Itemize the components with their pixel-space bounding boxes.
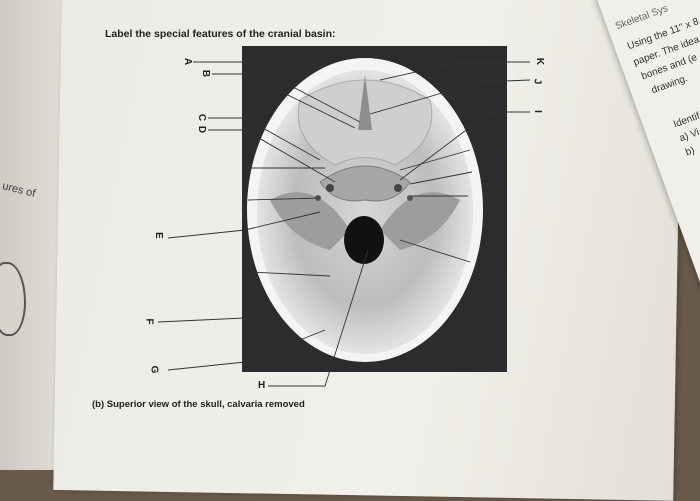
leader-lines [157,61,531,387]
question-heading: Label the special features of the crania… [105,28,336,40]
label-k: K [534,57,546,66]
figure-caption: (b) Superior view of the skull, calvaria… [92,399,305,410]
label-d: D [196,125,208,134]
label-f: F [143,318,155,325]
petrous-ridge-right [380,192,460,250]
label-i: I [531,110,543,113]
foramen-magnum [344,216,384,264]
label-b: B [200,69,212,78]
label-a: A [182,57,194,66]
label-g: G [148,365,160,374]
label-j: J [531,78,543,85]
sella-turcica [319,165,411,202]
label-c: C [196,113,208,122]
skull-diagram [157,46,531,387]
petrous-ridge-left [270,192,350,250]
label-e: E [152,232,164,239]
label-h: H [258,380,266,391]
crista-galli [358,75,372,130]
